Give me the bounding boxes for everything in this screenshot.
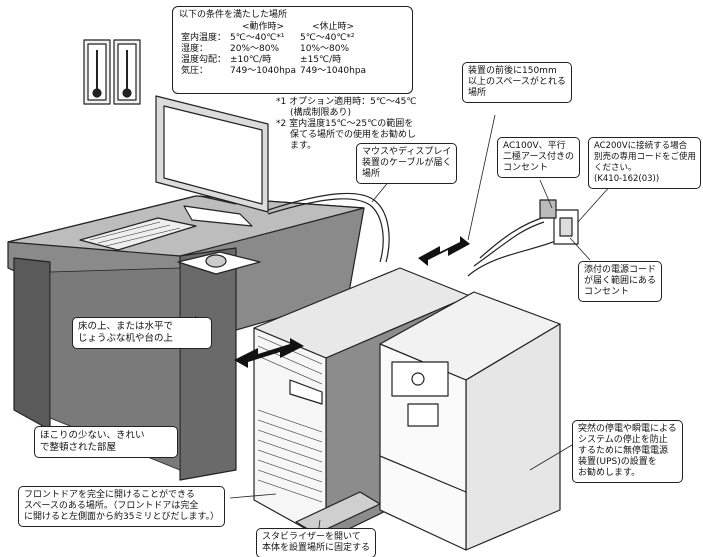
arrows	[234, 236, 470, 368]
condition-row: 湿度： 20%～80% 10%～80%	[179, 44, 368, 55]
condition-resting: 5℃～40℃*²	[300, 33, 355, 43]
condition-label: 湿度：	[181, 44, 209, 54]
condition-resting: ±15℃/時	[300, 55, 342, 65]
callout-stabilizer: スタビライザーを開いて 本体を設置場所に固定する	[256, 528, 377, 557]
callout-front-door: フロントドアを完全に開けることができる スペースのある場所。（フロントドアは完全…	[18, 486, 226, 527]
condition-label: 室内温度：	[181, 33, 227, 43]
keyboard	[79, 217, 197, 251]
double-arrow-icon	[234, 338, 304, 368]
condition-operating: 5℃～40℃*¹	[230, 33, 285, 43]
condition-operating: 20%～80%	[230, 44, 280, 54]
double-arrow-icon	[418, 236, 470, 266]
thermometer-icon	[83, 39, 111, 105]
condition-row: 室内温度： 5℃～40℃*¹ 5℃～40℃*²	[179, 33, 368, 44]
condition-resting: 749～1040hpa	[300, 66, 367, 76]
callout-ups: 突然の停電や瞬電による システムの停止を防止 するために無停電電源 装置(UPS…	[572, 420, 683, 483]
footnote-2-line2: 保てる場所での使用をお勧めし	[290, 130, 417, 140]
footnote-1: *1 オプション適用時：5℃～45℃	[276, 97, 417, 107]
footnote-1-note: (構成制限あり)	[290, 108, 352, 118]
condition-label: 気圧：	[181, 66, 209, 76]
callout-floor: 床の上、または水平で じょうぶな机や台の上	[72, 317, 212, 349]
condition-label: 温度勾配：	[181, 55, 227, 65]
ups-unit	[379, 291, 561, 551]
monitor	[155, 95, 269, 227]
condition-row: 気圧： 749～1040hpa 749～1040hpa	[179, 66, 368, 77]
callout-cable-reach: マウスやディスプレイ 装置のケーブルが届く 場所	[356, 143, 458, 184]
condition-row: 温度勾配： ±10℃/時 ±15℃/時	[179, 55, 368, 66]
thermometer-icon	[113, 39, 141, 105]
conditions-title: 以下の条件を満たした場所	[179, 10, 288, 20]
callout-ac200v: AC200Vに接続する場合 別売の専用コードをご使用 ください。 (K410-1…	[588, 137, 701, 189]
condition-operating: 749～1040hpa	[230, 66, 297, 76]
conditions-box: 以下の条件を満たした場所 <動作時> <休止時> 室内温度： 5℃～40℃*¹ …	[172, 6, 413, 94]
condition-operating: ±10℃/時	[230, 55, 272, 65]
conditions-table: <動作時> <休止時> 室内温度： 5℃～40℃*¹ 5℃～40℃*² 湿度： …	[179, 22, 368, 77]
callout-space-150mm: 装置の前後に150mm 以上のスペースがとれる 場所	[462, 62, 572, 103]
condition-resting: 10%～80%	[300, 44, 350, 54]
callout-clean-room: ほこりの少ない、きれい で整頓された部屋	[34, 426, 178, 458]
operating-header: <動作時>	[241, 22, 285, 32]
footnote-2-line3: ます。	[290, 141, 317, 151]
callout-power-cord: 添付の電源コード が届く範囲にある コンセント	[578, 261, 663, 302]
footnote-2: *2 室内温度15℃～25℃の範囲を	[276, 119, 414, 129]
mouse	[177, 251, 261, 275]
resting-header: <休止時>	[311, 22, 355, 32]
callout-ac100v: AC100V、平行 二極アース付きの コンセント	[497, 137, 581, 178]
leader-lines	[139, 114, 621, 535]
power-outlet	[539, 199, 579, 245]
